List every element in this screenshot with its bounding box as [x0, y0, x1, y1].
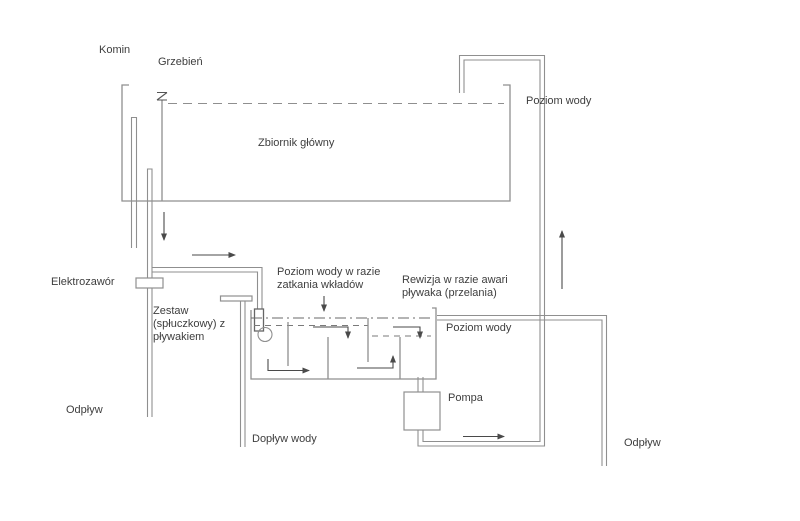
supply-tcap — [219, 295, 253, 302]
label-elektrozawor: Elektrozawór — [51, 276, 115, 288]
elektrozawor-valve — [135, 277, 164, 289]
overflow-pipe-inner — [437, 319, 603, 466]
flow-arrow-down-1 — [313, 326, 351, 339]
label-rewizja-line1: Rewizja w razie awari — [402, 274, 508, 286]
main-tank-outline — [121, 84, 511, 202]
label-grzebien: Grzebień — [158, 56, 203, 68]
tank-to-pump-pipe — [417, 377, 424, 392]
label-odplyw-right: Odpływ — [624, 437, 661, 449]
komin-pipe — [130, 116, 138, 248]
label-pompa: Pompa — [448, 392, 483, 404]
label-poziom-zatkania-line1: Poziom wody w razie — [277, 266, 381, 278]
flow-arrow-down-2 — [393, 326, 423, 339]
doplyw-pipe — [239, 301, 246, 447]
drain-pipe-left — [146, 168, 153, 417]
flow-arrow-up-1 — [357, 355, 396, 369]
label-poziom-zatkania-line2: zatkania wkładów — [277, 279, 364, 291]
pump-body — [403, 391, 441, 431]
label-rewizja-line2: pływaka (przelania) — [402, 287, 497, 299]
branch-pipe-outer — [152, 266, 263, 309]
label-zestaw-line3: pływakiem — [153, 331, 205, 343]
overflow-pipe-outer — [437, 314, 608, 466]
label-poziom-wody-top: Poziom wody — [526, 95, 592, 107]
filter-tank-outline — [250, 307, 437, 380]
label-zestaw-line2: (spłuczkowy) z — [153, 318, 226, 330]
pump-circuit-outer — [417, 54, 546, 447]
grzebien-comb-symbol — [156, 91, 168, 101]
label-zbiornik-glowny: Zbiornik główny — [258, 137, 335, 149]
branch-pipe-inner — [152, 271, 259, 309]
pump-circuit-inner — [422, 59, 541, 443]
float-ball — [257, 326, 273, 343]
label-komin: Komin — [99, 44, 131, 56]
label-odplyw-left: Odpływ — [66, 404, 103, 416]
flow-arrow-right-bottom — [267, 359, 310, 374]
label-doplyw-wody: Dopływ wody — [252, 433, 317, 445]
label-poziom-wody-small: Poziom wody — [446, 322, 512, 334]
label-zestaw-line1: Zestaw — [153, 305, 189, 317]
